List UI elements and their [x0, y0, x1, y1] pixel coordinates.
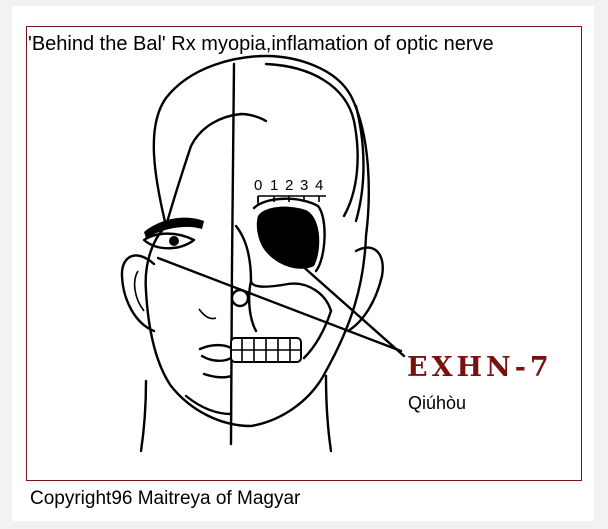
caption-text: 'Behind the Bal' Rx myopia,inflamation o…: [28, 30, 580, 58]
skull-teeth: [231, 338, 301, 362]
scale-label-3: 3: [300, 177, 308, 194]
scale-label-4: 4: [315, 177, 323, 194]
point-code-label: EXHN-7: [407, 352, 553, 383]
face-midline: [231, 64, 234, 444]
neck: [141, 376, 331, 451]
left-pupil: [169, 236, 179, 246]
scale-label-0: 0: [254, 177, 262, 194]
hairline: [166, 114, 266, 226]
right-ear: [348, 248, 383, 331]
pointer-line-2: [299, 263, 404, 356]
skull-orbit: [257, 207, 319, 269]
head-outline: [146, 56, 369, 426]
left-eye: [144, 234, 194, 249]
point-name-label: Qiúhòu: [408, 393, 466, 414]
mouth: [200, 345, 231, 361]
copyright-text: Copyright96 Maitreya of Magyar: [30, 488, 300, 510]
face-skull-diagram: 0 1 2 3 4: [26, 26, 582, 481]
scale-label-1: 1: [270, 177, 278, 194]
scale-label-2: 2: [285, 177, 293, 194]
